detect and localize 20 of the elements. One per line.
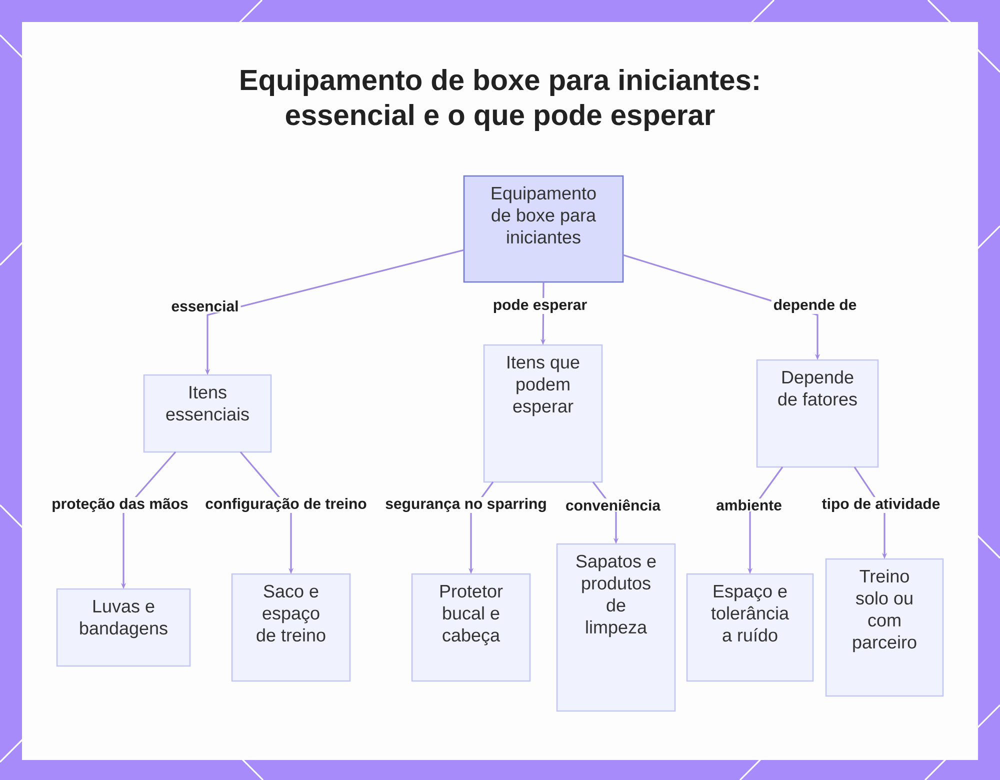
edge-label: tipo de atividade [820,497,942,513]
concept-box: Espaço e tolerância a ruído [686,573,814,682]
edge-label: essencial [169,300,241,313]
concept-box: Sapatos e produtos de limpeza [556,543,676,712]
edge-label: conveniência [564,498,663,512]
edge-label: ambiente [714,498,784,512]
concept-box: Treino solo ou com parceiro [825,558,944,697]
concept-box: Itens essenciais [143,374,272,453]
concept-box: Saco e espaço de treino [231,573,351,682]
edge-label: segurança no sparring [383,496,549,514]
title: Equipamento de boxe para iniciantes: essencial e o que pode esperar [240,68,758,132]
concept-box: Depende de fatores [756,359,879,468]
concept-box: Itens que podem esperar [483,344,603,483]
concept-box: Protetor bucal e cabeça [411,573,531,682]
edge-label: pode esperar [490,298,590,314]
edge-label: proteção das mãos [50,497,190,513]
concept-box: Luvas e bandagens [56,588,191,667]
edge-label: depende de [771,298,859,314]
edge-label: configuração de treino [203,496,369,514]
concept-box: Equipamento de boxe para iniciantes [463,175,624,283]
